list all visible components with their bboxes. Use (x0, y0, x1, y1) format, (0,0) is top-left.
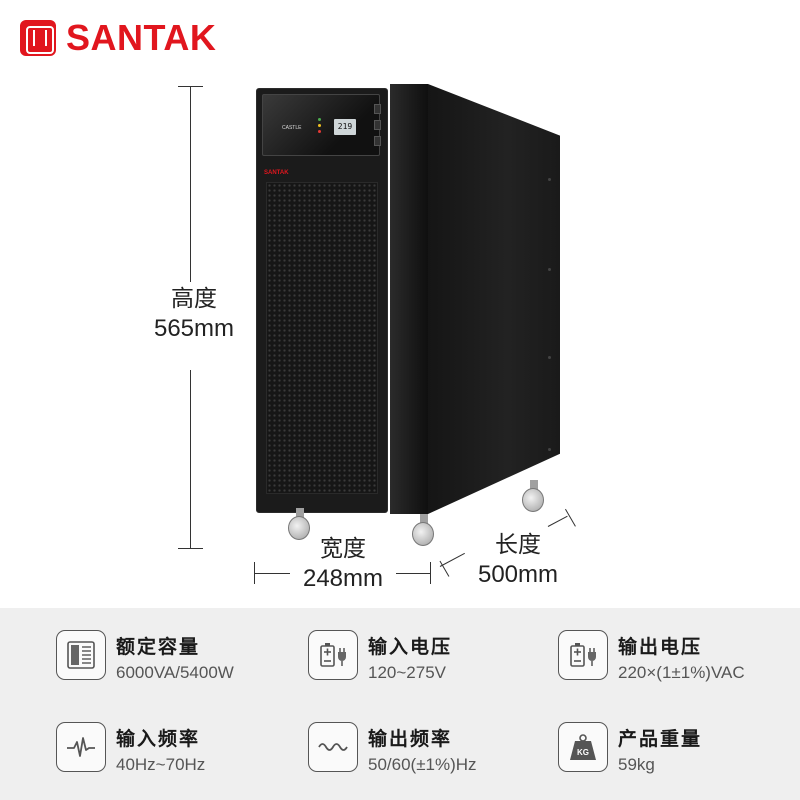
side-screw (548, 448, 551, 451)
spec-title: 额定容量 (116, 636, 201, 658)
caster-wheel-icon (408, 514, 438, 546)
spec-value: 6000VA/5400W (116, 663, 234, 682)
spec-output-frequency: 输出频率 50/60(±1%)Hz (308, 722, 558, 782)
spec-value: 59kg (618, 755, 655, 774)
width-label: 宽度 (320, 536, 366, 562)
spec-value: 220×(1±1%)VAC (618, 663, 745, 682)
spec-title: 产品重量 (618, 728, 703, 750)
spec-panel: 额定容量 6000VA/5400W 输入电压 120~275V (0, 608, 800, 800)
input-voltage-icon (308, 630, 358, 680)
front-vent-mesh (266, 182, 378, 494)
weight-icon: KG (558, 722, 608, 772)
side-screw (548, 356, 551, 359)
lcd-display: 219 (334, 119, 356, 135)
panel-logo: SANTAK (264, 170, 289, 176)
panel-button (374, 120, 381, 130)
width-dim-label: 宽度 248mm (288, 534, 398, 594)
height-dim-line-top (190, 86, 191, 282)
output-voltage-icon (558, 630, 608, 680)
width-dim-cap-right (430, 562, 431, 584)
ups-control-panel (262, 94, 380, 156)
depth-dim-line-left (439, 552, 465, 567)
height-value: 565mm (153, 315, 235, 342)
capacity-icon (56, 630, 106, 680)
spec-value: 120~275V (368, 663, 446, 682)
spec-capacity: 额定容量 6000VA/5400W (56, 630, 306, 690)
input-frequency-icon (56, 722, 106, 772)
spec-output-voltage: 输出电压 220×(1±1%)VAC (558, 630, 800, 690)
depth-dim-line-right (547, 515, 568, 527)
panel-button (374, 104, 381, 114)
status-led-icon (318, 130, 321, 133)
width-value: 248mm (302, 565, 384, 592)
caster-wheel-icon (284, 508, 314, 540)
spec-input-voltage: 输入电压 120~275V (308, 630, 558, 690)
spec-title: 输出电压 (618, 636, 703, 658)
status-led-icon (318, 124, 321, 127)
depth-dim-label: 长度 500mm (468, 530, 568, 590)
caster-wheel-icon (518, 480, 548, 512)
santak-logo-icon (20, 20, 56, 56)
side-screw (548, 178, 551, 181)
depth-value: 500mm (477, 561, 559, 588)
height-dim-label: 高度 565mm (140, 284, 248, 344)
brand-logo: SANTAK (20, 18, 216, 58)
spec-value: 50/60(±1%)Hz (368, 755, 477, 774)
spec-title: 输入频率 (116, 728, 201, 750)
depth-dim-cap-right (565, 508, 576, 527)
spec-value: 40Hz~70Hz (116, 755, 206, 774)
side-screw (548, 268, 551, 271)
ups-corner-edge (390, 84, 428, 514)
spec-title: 输入电压 (368, 636, 453, 658)
height-dim-cap-bottom (178, 548, 203, 549)
product-stage: 高度 565mm 宽度 248mm 长度 500mm CASTLE 219 SA… (140, 84, 576, 594)
status-led-icon (318, 118, 321, 121)
brand-name: SANTAK (66, 17, 217, 58)
width-dim-line-right (396, 573, 430, 574)
width-dim-line-left (254, 573, 290, 574)
spec-title: 输出频率 (368, 728, 453, 750)
svg-text:KG: KG (577, 748, 589, 757)
spec-input-frequency: 输入频率 40Hz~70Hz (56, 722, 306, 782)
height-label: 高度 (171, 286, 217, 312)
depth-label: 长度 (495, 532, 541, 558)
height-dim-line-bottom (190, 370, 191, 548)
panel-button (374, 136, 381, 146)
ups-side-panel (428, 84, 560, 514)
output-frequency-icon (308, 722, 358, 772)
model-tag: CASTLE (282, 125, 302, 131)
spec-weight: KG 产品重量 59kg (558, 722, 800, 782)
